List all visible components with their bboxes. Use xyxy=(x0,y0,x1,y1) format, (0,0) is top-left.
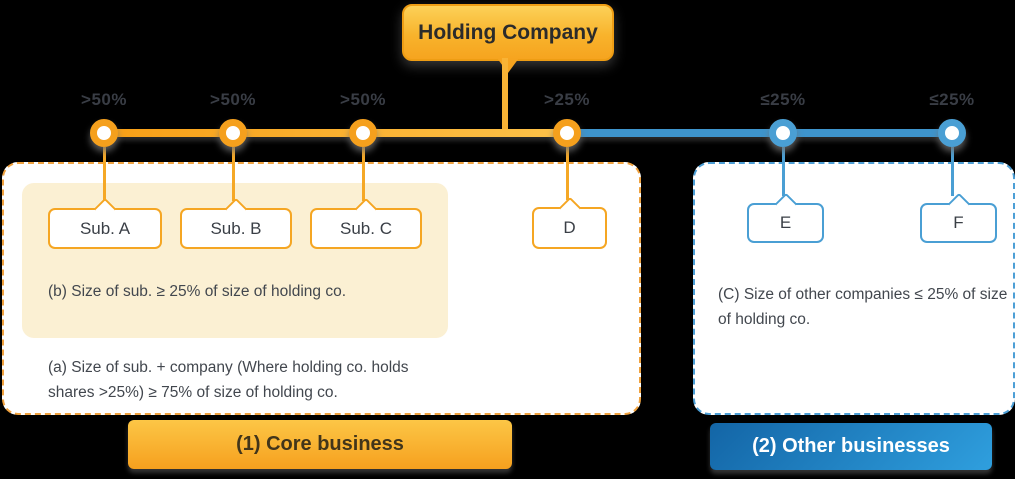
note-b: (b) Size of sub. ≥ 25% of size of holdin… xyxy=(48,283,346,300)
company-label-e: E xyxy=(779,213,792,232)
ownership-label-f: ≤25% xyxy=(929,90,975,109)
connector-e xyxy=(781,147,785,196)
holding-company-box: Holding Company xyxy=(402,4,614,73)
connector-sub-b xyxy=(231,147,235,201)
company-box-f: F xyxy=(920,192,997,243)
note-a: (a) Size of sub. + company (Where holdin… xyxy=(48,359,409,401)
company-label-sub-b: Sub. B xyxy=(210,218,262,238)
node-e xyxy=(769,119,797,147)
company-box-sub-a: Sub. A xyxy=(48,197,162,249)
ownership-label-sub-a: >50% xyxy=(81,90,127,109)
ownership-label-sub-b: >50% xyxy=(210,90,256,109)
company-box-sub-c: Sub. C xyxy=(310,197,422,249)
connector-sub-a xyxy=(102,147,106,201)
ownership-label-d: >25% xyxy=(544,90,590,109)
ownership-label-e: ≤25% xyxy=(760,90,806,109)
node-sub-b xyxy=(219,119,247,147)
holding-company-pointer xyxy=(497,58,519,73)
core-ownership-line xyxy=(104,129,567,137)
company-label-d: D xyxy=(563,218,576,237)
company-label-f: F xyxy=(953,213,964,232)
holding-connector-line xyxy=(502,58,508,133)
connector-f xyxy=(950,147,954,196)
core-business-bar: (1) Core business xyxy=(128,420,512,469)
node-f xyxy=(938,119,966,147)
ownership-label-sub-c: >50% xyxy=(340,90,386,109)
company-label-sub-c: Sub. C xyxy=(340,218,392,238)
node-d xyxy=(553,119,581,147)
company-label-sub-a: Sub. A xyxy=(79,218,131,238)
connector-d xyxy=(565,147,569,200)
note-c: (C) Size of other companies ≤ 25% of siz… xyxy=(718,286,1008,328)
connector-sub-c xyxy=(361,147,365,201)
holding-company-label: Holding Company xyxy=(418,20,598,44)
company-box-e: E xyxy=(747,192,824,243)
node-sub-c xyxy=(349,119,377,147)
other-businesses-bar: (2) Other businesses xyxy=(710,423,992,470)
node-sub-a xyxy=(90,119,118,147)
company-box-d: D xyxy=(532,196,607,249)
other-ownership-line xyxy=(567,129,952,137)
company-box-sub-b: Sub. B xyxy=(180,197,292,249)
